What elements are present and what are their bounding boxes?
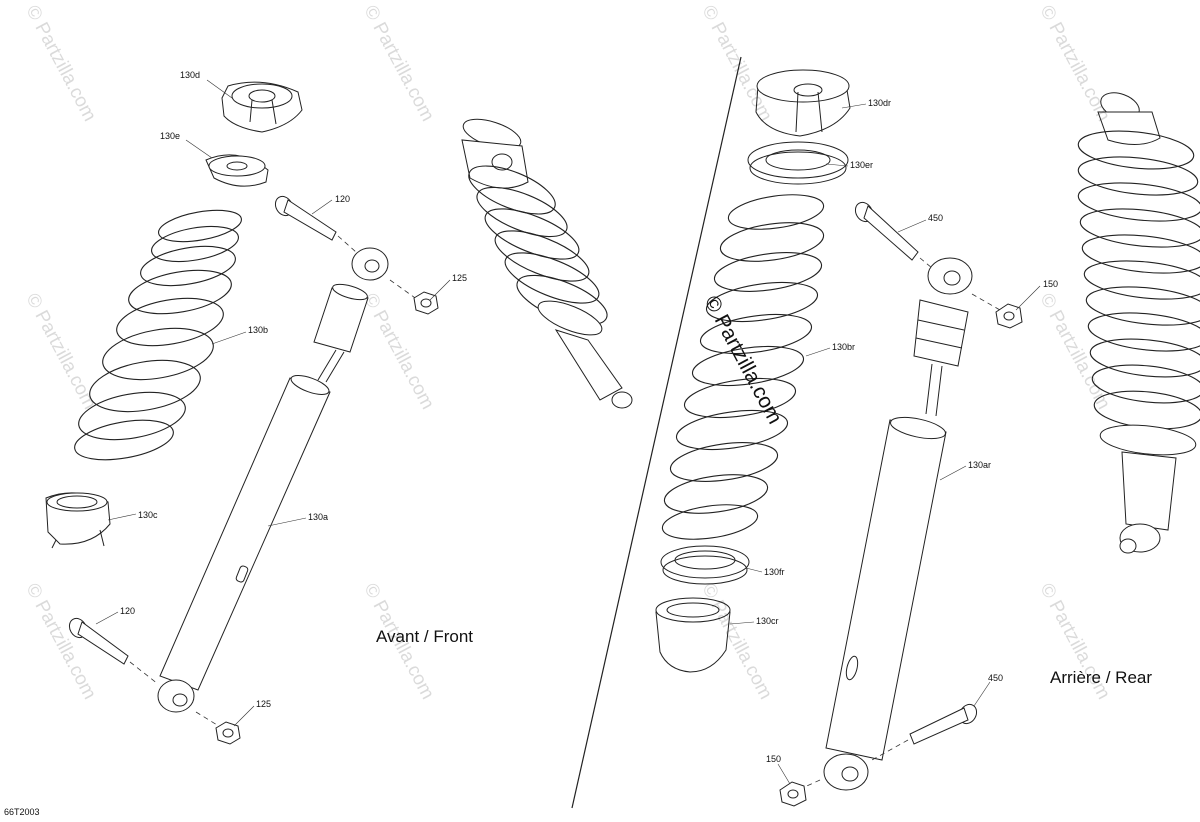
- rear-lower-seat-130cr: [655, 597, 731, 673]
- upper-spring-seat-130d: [221, 81, 303, 133]
- callout-150-bottom: 150: [766, 754, 781, 764]
- spring-retainer-130e: [205, 154, 269, 187]
- front-upper-nut-125: [413, 291, 439, 315]
- callout-120-bottom: 120: [120, 606, 135, 616]
- front-coil-spring-130b: [74, 209, 242, 461]
- leader-lines: [95, 79, 1041, 785]
- front-assembled-shock: [461, 118, 633, 409]
- front-heading: Avant / Front: [376, 627, 474, 646]
- rear-lower-nut-150: [779, 781, 807, 807]
- lower-spring-seat-130c: [45, 492, 111, 549]
- rear-coil-spring-130br: [661, 194, 825, 540]
- front-lower-bolt-120: [68, 617, 129, 665]
- rear-heading: Arrière / Rear: [1050, 668, 1153, 687]
- callout-130cr: 130cr: [756, 616, 779, 626]
- callout-130c: 130c: [138, 510, 158, 520]
- callout-130fr: 130fr: [764, 567, 785, 577]
- front-shock-absorber-130a: [157, 247, 389, 713]
- rear-assembled-shock: [1077, 92, 1200, 554]
- callout-130er: 130er: [850, 160, 873, 170]
- callout-450-bottom: 450: [988, 673, 1003, 683]
- callout-120-top: 120: [335, 194, 350, 204]
- callout-130b: 130b: [248, 325, 268, 335]
- callout-130br: 130br: [832, 342, 855, 352]
- spring-retainer-130er: [747, 141, 849, 185]
- callout-130dr: 130dr: [868, 98, 891, 108]
- callout-125-top: 125: [452, 273, 467, 283]
- rear-upper-bolt-450: [854, 201, 919, 261]
- callout-150-top: 150: [1043, 279, 1058, 289]
- callout-130e: 130e: [160, 131, 180, 141]
- section-divider: [571, 56, 742, 809]
- callout-130d: 130d: [180, 70, 200, 80]
- callout-450-top: 450: [928, 213, 943, 223]
- diagram-code: 66T2003: [4, 807, 40, 817]
- rear-lower-bolt-450: [909, 703, 978, 745]
- callout-125-bottom: 125: [256, 699, 271, 709]
- callout-130ar: 130ar: [968, 460, 991, 470]
- front-lower-nut-125: [215, 721, 241, 745]
- callout-130a: 130a: [308, 512, 328, 522]
- rear-shock-absorber-130ar: [823, 257, 973, 791]
- rear-upper-nut-150: [995, 303, 1023, 329]
- front-upper-bolt-120: [274, 195, 337, 241]
- rear-spring-seat-130fr: [660, 545, 750, 585]
- upper-spring-seat-130dr: [755, 69, 851, 137]
